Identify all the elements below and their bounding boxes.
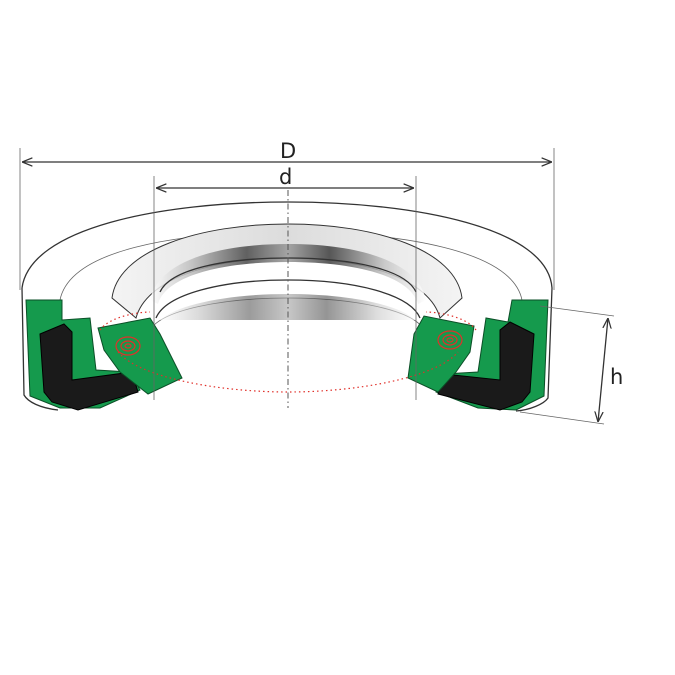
dimension-height: h — [519, 305, 623, 425]
dimension-label-h: h — [610, 365, 623, 389]
dimension-outer-diameter: D — [19, 139, 555, 290]
dimension-label-D: D — [280, 139, 296, 163]
right-cross-section — [407, 299, 549, 411]
dimension-inner-diameter: d — [153, 165, 417, 400]
seal-outer-body — [21, 201, 553, 412]
spring-ring-back-line-right — [425, 311, 477, 331]
left-garter-spring — [115, 336, 141, 356]
right-garter-spring — [437, 330, 463, 350]
dimension-label-d: d — [279, 165, 292, 189]
left-cross-section — [25, 299, 183, 411]
spring-ring-hidden-line — [117, 351, 459, 393]
seal-bore — [111, 223, 463, 331]
spring-ring-back-line — [99, 311, 151, 331]
